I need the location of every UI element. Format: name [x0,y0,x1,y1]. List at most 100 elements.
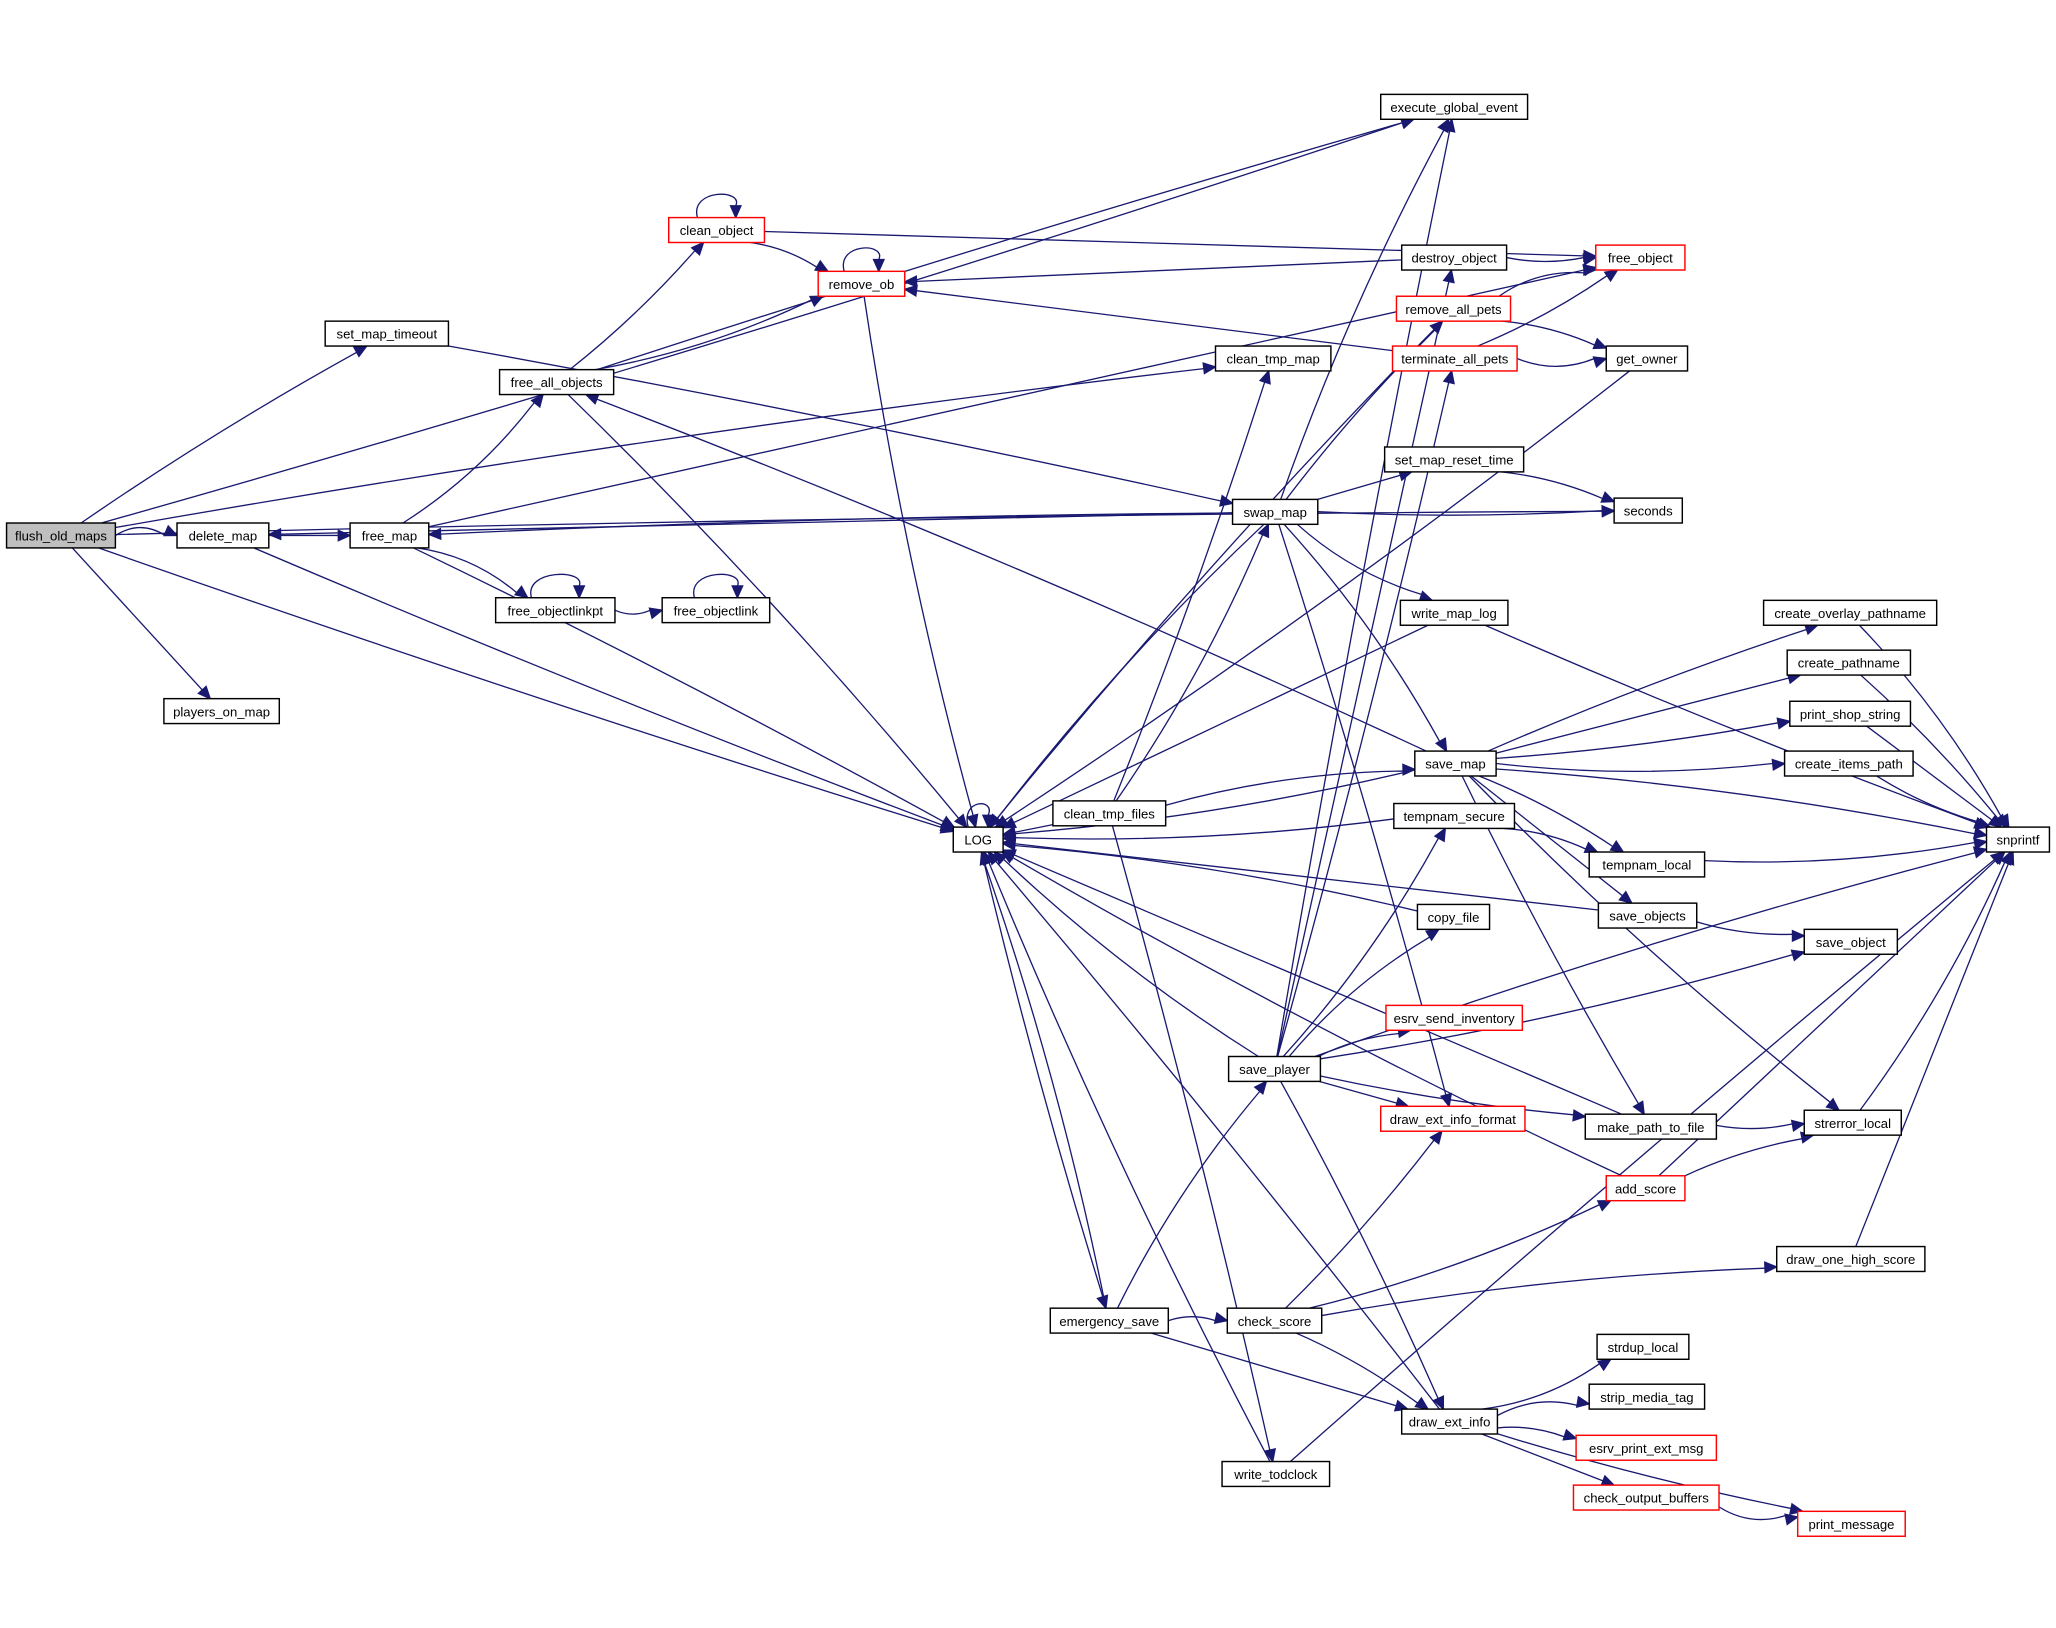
node-box[interactable] [1214,345,1332,372]
node-box[interactable] [661,596,771,624]
node-box[interactable] [1613,497,1684,524]
node-box[interactable] [1597,902,1698,929]
node-box[interactable] [5,522,117,549]
node-label[interactable]: check_output_buffers [1584,1491,1710,1506]
node-box[interactable] [1786,649,1912,676]
node-box[interactable] [1049,1307,1170,1334]
node-label[interactable]: clean_object [680,223,754,238]
node-clean-tmp-map[interactable]: clean_tmp_map [1214,345,1332,372]
node-label[interactable]: clean_tmp_map [1227,352,1320,367]
node-box[interactable] [1416,903,1491,931]
node-save-object[interactable]: save_object [1803,928,1899,955]
node-box[interactable] [1775,1245,1926,1273]
node-label[interactable]: esrv_print_ext_msg [1589,1441,1703,1456]
node-box[interactable] [1789,700,1912,727]
node-clean-object[interactable]: clean_object [668,216,766,244]
node-label[interactable]: add_score [1615,1181,1676,1196]
node-box[interactable] [1605,1175,1686,1202]
node-strdup-local[interactable]: strdup_local [1596,1333,1690,1361]
node-label[interactable]: swap_map [1243,505,1306,520]
node-free-objectlink[interactable]: free_objectlink [661,596,771,624]
node-label[interactable]: flush_old_maps [15,529,107,544]
node-label[interactable]: create_items_path [1795,757,1903,772]
node-label[interactable]: snprintf [1996,833,2039,848]
node-label[interactable]: write_todclock [1233,1467,1318,1482]
node-box[interactable] [1399,599,1509,626]
node-label[interactable]: save_map [1425,757,1485,772]
node-label[interactable]: write_map_log [1411,606,1497,621]
node-box[interactable] [1227,1055,1322,1083]
node-check-output-buffers[interactable]: check_output_buffers [1572,1484,1720,1511]
node-box[interactable] [498,368,615,396]
node-label[interactable]: create_pathname [1798,656,1900,671]
node-box[interactable] [817,270,906,297]
node-box[interactable] [1605,345,1689,372]
node-label[interactable]: check_score [1238,1314,1312,1329]
node-box[interactable] [176,522,270,549]
node-box[interactable] [1596,1333,1690,1361]
node-seconds[interactable]: seconds [1613,497,1684,524]
node-box[interactable] [1985,826,2051,853]
node-strip-media-tag[interactable]: strip_media_tag [1588,1383,1706,1410]
node-box[interactable] [1803,928,1899,955]
node-label[interactable]: draw_ext_info [1409,1415,1491,1430]
node-free-object[interactable]: free_object [1595,244,1686,271]
node-label[interactable]: copy_file [1428,910,1480,925]
node-label[interactable]: destroy_object [1412,251,1498,266]
node-label[interactable]: seconds [1624,504,1673,519]
node-flush-old-maps[interactable]: flush_old_maps [5,522,117,549]
node-box[interactable] [1231,498,1319,526]
node-box[interactable] [1572,1484,1720,1511]
node-add-score[interactable]: add_score [1605,1175,1686,1202]
node-create-pathname[interactable]: create_pathname [1786,649,1912,676]
node-label[interactable]: free_objectlinkpt [508,603,604,618]
node-box[interactable] [1414,750,1497,777]
node-tempnam-local[interactable]: tempnam_local [1588,851,1706,878]
node-box[interactable] [1588,851,1706,878]
node-label[interactable]: set_map_reset_time [1395,453,1514,468]
node-box[interactable] [1762,599,1938,626]
node-label[interactable]: make_path_to_file [1597,1120,1704,1135]
node-box[interactable] [324,320,450,347]
node-execute-global-event[interactable]: execute_global_event [1379,93,1529,121]
node-label[interactable]: print_message [1808,1517,1894,1532]
node-label[interactable]: esrv_send_inventory [1394,1011,1515,1026]
node-box[interactable] [163,697,281,725]
node-label[interactable]: set_map_timeout [337,327,438,342]
node-set-map-timeout[interactable]: set_map_timeout [324,320,450,347]
node-draw-one-high-score[interactable]: draw_one_high_score [1775,1245,1926,1273]
node-box[interactable] [1783,750,1914,777]
node-label[interactable]: strip_media_tag [1600,1390,1693,1405]
node-label[interactable]: create_overlay_pathname [1774,606,1926,621]
node-create-items-path[interactable]: create_items_path [1783,750,1914,777]
node-swap-map[interactable]: swap_map [1231,498,1319,526]
node-label[interactable]: remove_ob [829,277,895,292]
node-label[interactable]: clean_tmp_files [1064,807,1156,822]
node-free-objectlinkpt[interactable]: free_objectlinkpt [494,596,616,624]
node-draw-ext-info[interactable]: draw_ext_info [1400,1408,1499,1435]
node-terminate-all-pets[interactable]: terminate_all_pets [1391,345,1518,372]
node-write-map-log[interactable]: write_map_log [1399,599,1509,626]
node-create-overlay-pathname[interactable]: create_overlay_pathname [1762,599,1938,626]
node-box[interactable] [1400,244,1508,271]
node-box[interactable] [1383,446,1525,473]
node-label[interactable]: free_map [362,529,417,544]
node-label[interactable]: save_object [1816,935,1886,950]
node-get-owner[interactable]: get_owner [1605,345,1689,372]
node-snprintf[interactable]: snprintf [1985,826,2051,853]
node-players-on-map[interactable]: players_on_map [163,697,281,725]
node-label[interactable]: free_object [1608,251,1673,266]
node-box[interactable] [1379,1105,1526,1132]
node-box[interactable] [494,596,616,624]
node-label[interactable]: terminate_all_pets [1401,352,1509,367]
node-make-path-to-file[interactable]: make_path_to_file [1584,1113,1718,1140]
node-label[interactable]: get_owner [1616,352,1678,367]
node-box[interactable] [1575,1434,1718,1461]
node-save-objects[interactable]: save_objects [1597,902,1698,929]
node-label[interactable]: free_all_objects [511,375,603,390]
node-box[interactable] [1588,1383,1706,1410]
node-box[interactable] [952,826,1004,853]
node-label[interactable]: save_objects [1609,909,1686,924]
node-destroy-object[interactable]: destroy_object [1400,244,1508,271]
node-free-all-objects[interactable]: free_all_objects [498,368,615,396]
